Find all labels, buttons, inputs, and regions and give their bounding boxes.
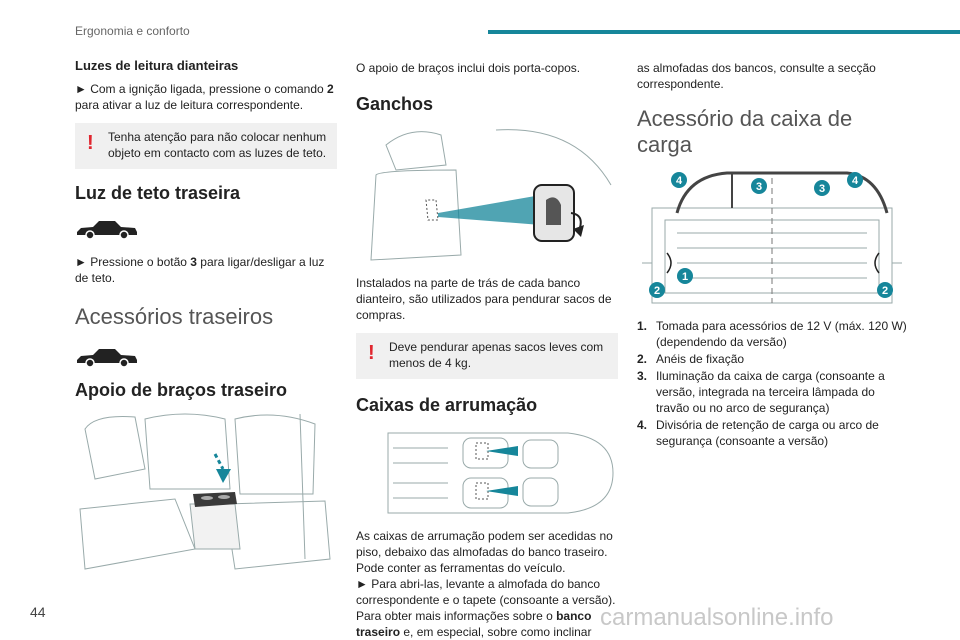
warning-text: Deve pendurar apenas sacos leves com men… xyxy=(389,340,604,370)
cargo-title: Acessório da caixa de carga xyxy=(637,106,853,157)
rear-accessories-title: Acessórios traseiros xyxy=(75,304,274,329)
callout-badge: 2 xyxy=(649,282,665,298)
warning-icon: ! xyxy=(368,342,375,364)
callout-number: 2 xyxy=(882,285,888,297)
legend-item: 3. Iluminação da caixa de carga (consoant… xyxy=(637,368,907,416)
callout-number: 4 xyxy=(852,175,859,187)
column-2: O apoio de braços inclui dois porta-copo… xyxy=(356,60,618,640)
warning-icon: ! xyxy=(87,132,94,154)
warning-box: ! Deve pendurar apenas sacos leves com m… xyxy=(356,333,618,379)
seat-hook-illustration xyxy=(370,129,612,261)
rear-ceiling-text: ► Pressione o botão 3 para ligar/desliga… xyxy=(75,255,325,285)
continued-text: as almofadas dos bancos, consulte a secç… xyxy=(637,61,876,91)
reading-lights-title: Luzes de leitura dianteiras xyxy=(75,58,239,73)
callout-badge: 4 xyxy=(671,172,687,188)
callout-number: 3 xyxy=(756,181,762,193)
rear-armrest-illustration xyxy=(79,413,331,570)
hooks-text: Instalados na parte de trás de cada banc… xyxy=(356,276,612,322)
hooks-title: Ganchos xyxy=(356,94,434,114)
car-icon xyxy=(77,349,137,368)
callout-badge: 4 xyxy=(847,172,863,188)
legend-number: 1. xyxy=(637,319,648,333)
cargo-box-illustration: 1 2 2 3 3 4 4 xyxy=(642,171,902,304)
reading-lights-text: ► Com a ignição ligada, pressione o coma… xyxy=(75,82,334,112)
legend-item: 1. Tomada para acessórios de 12 V (máx. 1… xyxy=(637,318,907,350)
legend-item: 2. Anéis de fixação xyxy=(637,351,907,367)
header-accent-bar xyxy=(488,30,960,34)
legend-number: 3. xyxy=(637,369,648,383)
storage-text-2: ► Para abri-las, levante a almofada do b… xyxy=(356,577,616,607)
rear-ceiling-title: Luz de teto traseira xyxy=(75,183,241,203)
legend-number: 4. xyxy=(637,418,648,432)
warning-box: ! Tenha atenção para não colocar nenhum … xyxy=(75,123,337,169)
cargo-legend-list: 1. Tomada para acessórios de 12 V (máx. 1… xyxy=(637,318,907,449)
legend-text: Iluminação da caixa de carga (consoante … xyxy=(656,369,885,415)
legend-item: 4. Divisória de retenção de carga ou arco… xyxy=(637,417,907,449)
callout-badge: 2 xyxy=(877,282,893,298)
legend-text: Tomada para acessórios de 12 V (máx. 120… xyxy=(656,319,907,349)
page-number: 44 xyxy=(30,604,46,620)
rear-armrest-title: Apoio de braços traseiro xyxy=(75,380,288,400)
callout-number: 1 xyxy=(682,271,688,283)
callout-number: 3 xyxy=(819,183,825,195)
callout-number: 4 xyxy=(676,175,683,187)
legend-number: 2. xyxy=(637,352,648,366)
section-header: Ergonomia e conforto xyxy=(75,24,190,38)
storage-text-3: Para obter mais informações sobre o banc… xyxy=(356,609,592,639)
armrest-text: O apoio de braços inclui dois porta-copo… xyxy=(356,61,581,75)
callout-badge: 3 xyxy=(751,178,767,194)
callout-badge: 1 xyxy=(677,268,693,284)
warning-text: Tenha atenção para não colocar nenhum ob… xyxy=(108,130,327,160)
legend-text: Divisória de retenção de carga ou arco d… xyxy=(656,418,879,448)
storage-title: Caixas de arrumação xyxy=(356,395,538,415)
callout-number: 2 xyxy=(654,285,660,297)
car-icon xyxy=(77,221,137,240)
callout-badge: 3 xyxy=(814,180,830,196)
column-1: Luzes de leitura dianteiras ► Com a igni… xyxy=(75,52,337,591)
storage-text-1: As caixas de arrumação podem ser acedida… xyxy=(356,529,613,575)
legend-text: Anéis de fixação xyxy=(656,352,745,366)
watermark: carmanualsonline.info xyxy=(600,604,834,631)
column-3: as almofadas dos bancos, consulte a secç… xyxy=(637,60,907,450)
storage-box-illustration xyxy=(387,432,614,514)
